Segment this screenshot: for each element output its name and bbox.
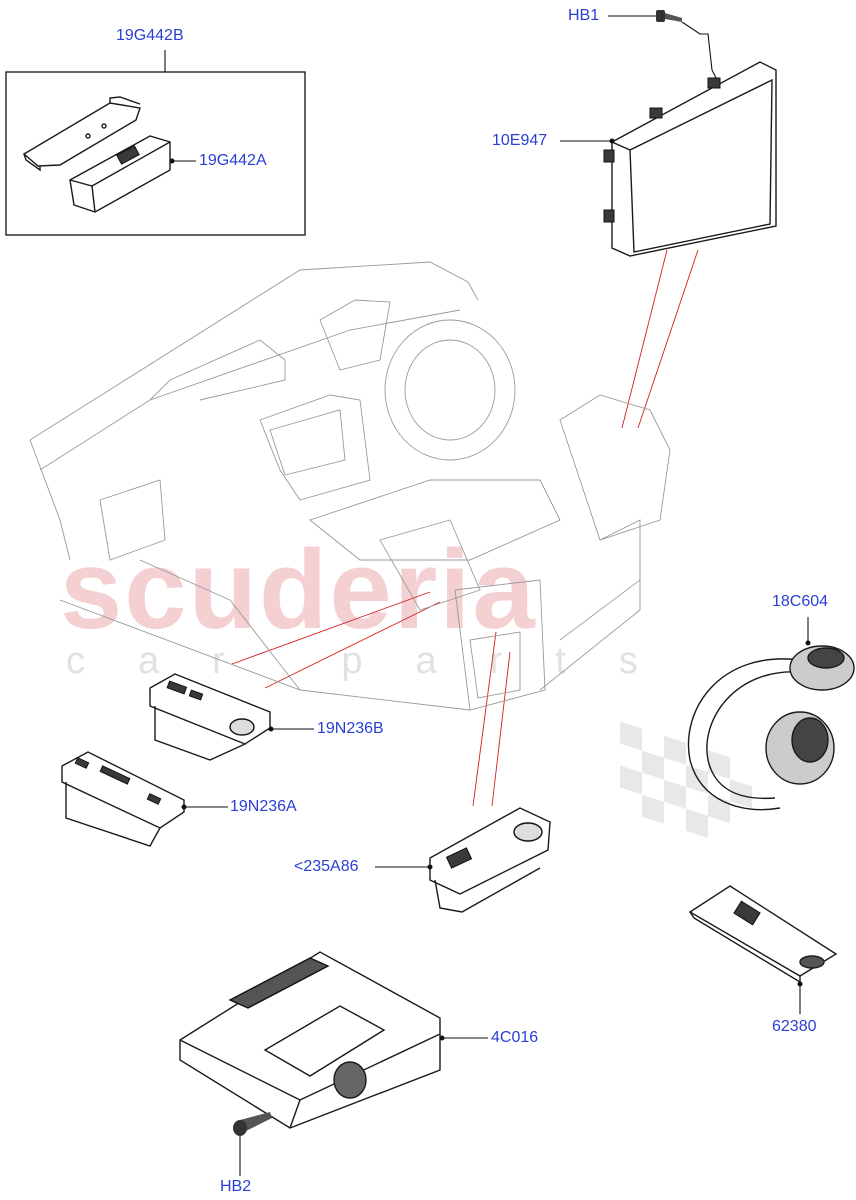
switch-panel-19n236b xyxy=(149,673,271,761)
ref-line-usb-b xyxy=(491,651,511,807)
vehicle-interior-outline xyxy=(29,261,671,711)
touchscreen-10e947 xyxy=(603,61,777,257)
ref-line-switch-a xyxy=(231,591,431,665)
headphones-18c604 xyxy=(687,645,855,811)
module-19g442a xyxy=(69,135,171,213)
callout-19n236a[interactable]: 19N236A xyxy=(230,798,297,815)
callout-hb2[interactable]: HB2 xyxy=(220,1178,252,1195)
callout-hb1[interactable]: HB1 xyxy=(568,7,600,24)
callout-19n236b[interactable]: 19N236B xyxy=(317,720,384,737)
callout-62380[interactable]: 62380 xyxy=(772,1018,817,1035)
callout-19g442b[interactable]: 19G442B xyxy=(116,27,184,44)
bracket-19g442b xyxy=(22,96,141,172)
ref-line-switch-b xyxy=(264,601,441,689)
watermark-tagline: car parts xyxy=(66,640,691,682)
remote-control-62380 xyxy=(688,885,838,984)
checkered-flag-watermark xyxy=(620,721,752,839)
screw-hb1 xyxy=(656,10,682,22)
ref-line-display-b xyxy=(637,249,699,429)
switch-panel-19n236a xyxy=(61,751,185,847)
callout-19g442a[interactable]: 19G442A xyxy=(199,152,267,169)
callout-10e947[interactable]: 10E947 xyxy=(492,132,548,149)
callout-235a86[interactable]: <235A86 xyxy=(294,858,359,875)
group-box-19g442b xyxy=(5,71,306,236)
callout-18c604[interactable]: 18C604 xyxy=(772,593,829,610)
ref-line-usb-a xyxy=(472,631,497,807)
usb-module-235a86 xyxy=(429,807,551,913)
media-unit-4c016 xyxy=(179,951,441,1129)
ref-line-display-a xyxy=(621,249,668,429)
screw-hb2 xyxy=(233,1112,272,1136)
callout-4c016[interactable]: 4C016 xyxy=(491,1029,539,1046)
